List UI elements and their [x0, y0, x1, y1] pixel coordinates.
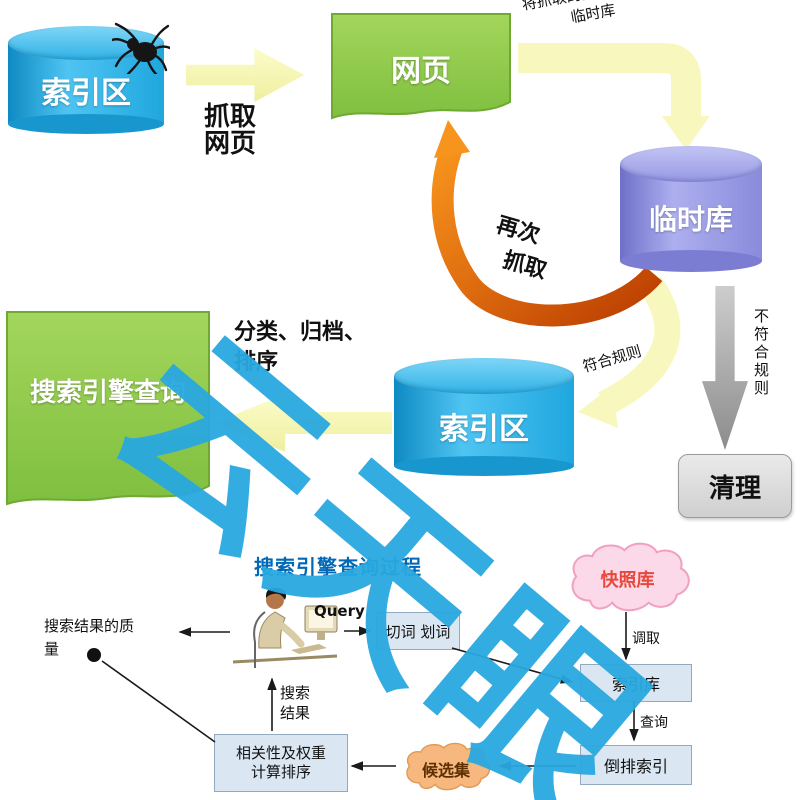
ranking-line1: 相关性及权重	[235, 743, 326, 762]
candidate-set-label: 候选集	[421, 761, 470, 780]
cylinder-top	[394, 358, 574, 394]
webpage-label: 网页	[391, 54, 451, 89]
search-result-label: 搜索结果	[280, 684, 311, 722]
query-page-shape: 搜索引擎查询	[5, 310, 211, 510]
lookup-label: 查询	[640, 715, 668, 731]
index-area-label: 索引区	[41, 76, 131, 111]
store-note: 将抓取的网页放到 临时库	[520, 0, 645, 35]
result-quality-label: 搜索结果的质量	[44, 617, 135, 658]
snapshot-db-label: 快照库	[600, 570, 655, 591]
index-db-box: 索引库	[580, 664, 692, 702]
cylinder-top	[620, 146, 762, 182]
cylinder-bottom	[394, 456, 574, 476]
arrow-index-to-webpage	[186, 48, 304, 102]
line-ranking-to-quality	[101, 660, 216, 743]
crawl-label: 抓取网页	[204, 102, 257, 160]
sort-note: 分类、归档、排序	[234, 320, 367, 375]
ranking-box: 相关性及权重 计算排序	[214, 734, 348, 792]
snapshot-cloud: 快照库	[560, 540, 695, 615]
temp-db-cylinder: 临时库	[620, 146, 762, 272]
person-at-computer-icon	[225, 584, 343, 672]
store-note-line2: 临时库	[569, 0, 617, 27]
cylinder-bottom	[8, 114, 164, 134]
query-label: Query	[314, 602, 365, 620]
fetch-label: 调取	[632, 631, 660, 647]
webpage-shape: 网页	[330, 12, 512, 126]
spider-icon	[112, 20, 170, 74]
not-match-rule-label: 不符合规则	[752, 308, 770, 398]
index-area2-cylinder: 索引区	[394, 358, 574, 476]
cylinder-bottom	[620, 250, 762, 272]
arrow-tempdb-to-cleanup	[702, 286, 748, 450]
query-page-label: 搜索引擎查询	[29, 378, 186, 408]
index-area2-label: 索引区	[439, 412, 529, 447]
arrow-webpage-to-tempdb	[518, 43, 710, 150]
cleanup-box: 清理	[678, 454, 792, 518]
query-process-heading: 搜索引擎查询过程	[254, 555, 422, 579]
segmentation-box: 切词 划词	[376, 612, 460, 650]
match-rule-label: 符合规则	[580, 342, 644, 376]
temp-db-label: 临时库	[648, 203, 733, 236]
candidate-cloud: 候选集	[398, 741, 494, 793]
recrawl-label: 再次 抓取	[484, 207, 559, 285]
arrow-index-to-query	[214, 394, 392, 452]
arrow-segmentation-to-indexdb	[451, 647, 574, 684]
inverted-index-box: 倒排索引	[580, 745, 692, 785]
ranking-line2: 计算排序	[250, 763, 311, 781]
